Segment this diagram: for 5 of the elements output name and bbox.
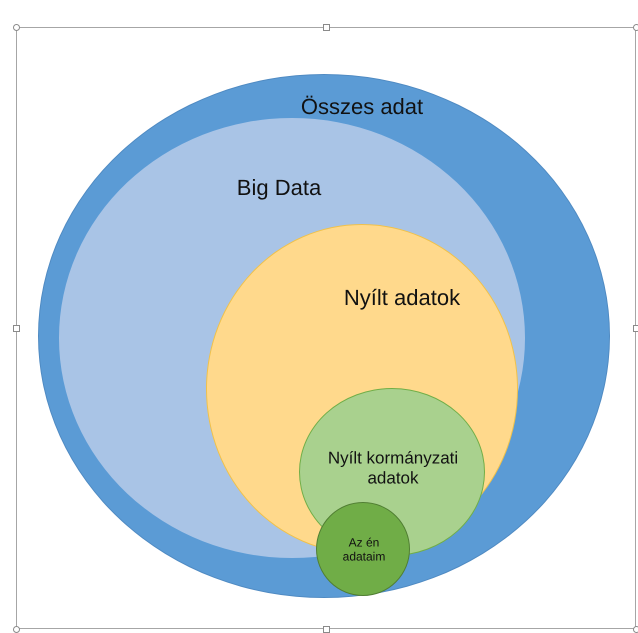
area-label: Összes adat <box>300 94 424 120</box>
area-label: Nyílt adatok <box>342 284 462 312</box>
area-label: Big Data <box>236 174 322 202</box>
area-label: Az én adataim <box>342 536 386 564</box>
area-label: Nyílt kormányzati adatok <box>326 448 460 490</box>
